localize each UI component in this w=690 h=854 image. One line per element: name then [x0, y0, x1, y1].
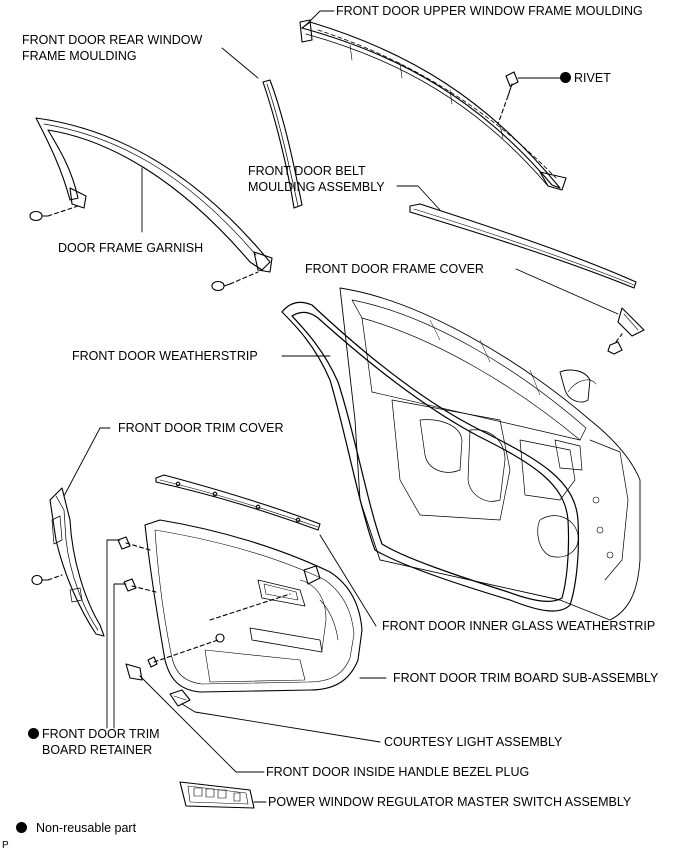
label-frame-cover: FRONT DOOR FRAME COVER — [305, 262, 484, 276]
label-trim-board-retainer: FRONT DOOR TRIM BOARD RETAINER — [28, 726, 160, 758]
label-trim-cover: FRONT DOOR TRIM COVER — [118, 421, 284, 435]
frame-cover-part — [607, 307, 645, 355]
label-weatherstrip: FRONT DOOR WEATHERSTRIP — [72, 349, 258, 363]
trim-screw — [147, 639, 219, 668]
label-trim-board-retainer-line2: BOARD RETAINER — [42, 743, 153, 757]
label-belt-moulding: FRONT DOOR BELT MOULDING ASSEMBLY — [248, 163, 385, 195]
trim-cover-part — [49, 487, 105, 637]
door-body-part — [339, 287, 641, 621]
label-rear-window-frame-moulding-line1: FRONT DOOR REAR WINDOW — [22, 33, 203, 47]
legend-non-reusable-text: Non-reusable part — [36, 821, 137, 835]
legend-non-reusable: Non-reusable part — [16, 820, 136, 836]
garnish-clip-lower — [211, 271, 259, 292]
label-rear-window-frame-moulding: FRONT DOOR REAR WINDOW FRAME MOULDING — [22, 32, 202, 64]
label-inner-glass-weatherstrip: FRONT DOOR INNER GLASS WEATHERSTRIP — [382, 619, 656, 633]
trim-board-part — [144, 519, 363, 693]
label-door-frame-garnish: DOOR FRAME GARNISH — [58, 241, 204, 255]
garnish-clip-upper — [29, 205, 79, 222]
handle-bezel-plug-part — [125, 663, 143, 681]
trim-board-retainer-upper — [117, 536, 151, 551]
trim-board-retainer-middle — [123, 578, 157, 593]
label-upper-window-frame-moulding: FRONT DOOR UPPER WINDOW FRAME MOULDING — [336, 4, 643, 18]
belt-moulding-part — [409, 203, 637, 289]
door-frame-garnish-part — [35, 117, 273, 273]
page-code: P — [2, 840, 9, 851]
label-trim-board-retainer-line1: FRONT DOOR TRIM — [42, 727, 160, 741]
non-reusable-dot-icon — [16, 822, 27, 833]
master-switch-part — [179, 781, 255, 809]
non-reusable-dot-icon — [28, 728, 39, 739]
weatherstrip-part — [281, 301, 580, 612]
trim-cover-clip — [31, 574, 63, 586]
label-handle-bezel-plug: FRONT DOOR INSIDE HANDLE BEZEL PLUG — [266, 765, 530, 779]
courtesy-light-part — [169, 689, 191, 707]
label-belt-moulding-line1: FRONT DOOR BELT — [248, 164, 366, 178]
rear-window-frame-moulding-part — [262, 79, 303, 209]
non-reusable-dot-icon — [560, 72, 571, 83]
label-courtesy-light: COURTESY LIGHT ASSEMBLY — [384, 735, 563, 749]
rivet-part — [497, 71, 519, 125]
label-rivet: RIVET — [560, 70, 611, 86]
inner-glass-weatherstrip-part — [155, 474, 321, 531]
label-rear-window-frame-moulding-line2: FRAME MOULDING — [22, 49, 137, 63]
leader-lines — [63, 10, 619, 803]
label-master-switch: POWER WINDOW REGULATOR MASTER SWITCH ASS… — [268, 795, 632, 809]
label-trim-board: FRONT DOOR TRIM BOARD SUB-ASSEMBLY — [393, 671, 659, 685]
upper-window-frame-moulding-part — [299, 19, 567, 191]
label-belt-moulding-line2: MOULDING ASSEMBLY — [248, 180, 385, 194]
label-rivet-text: RIVET — [574, 71, 611, 85]
